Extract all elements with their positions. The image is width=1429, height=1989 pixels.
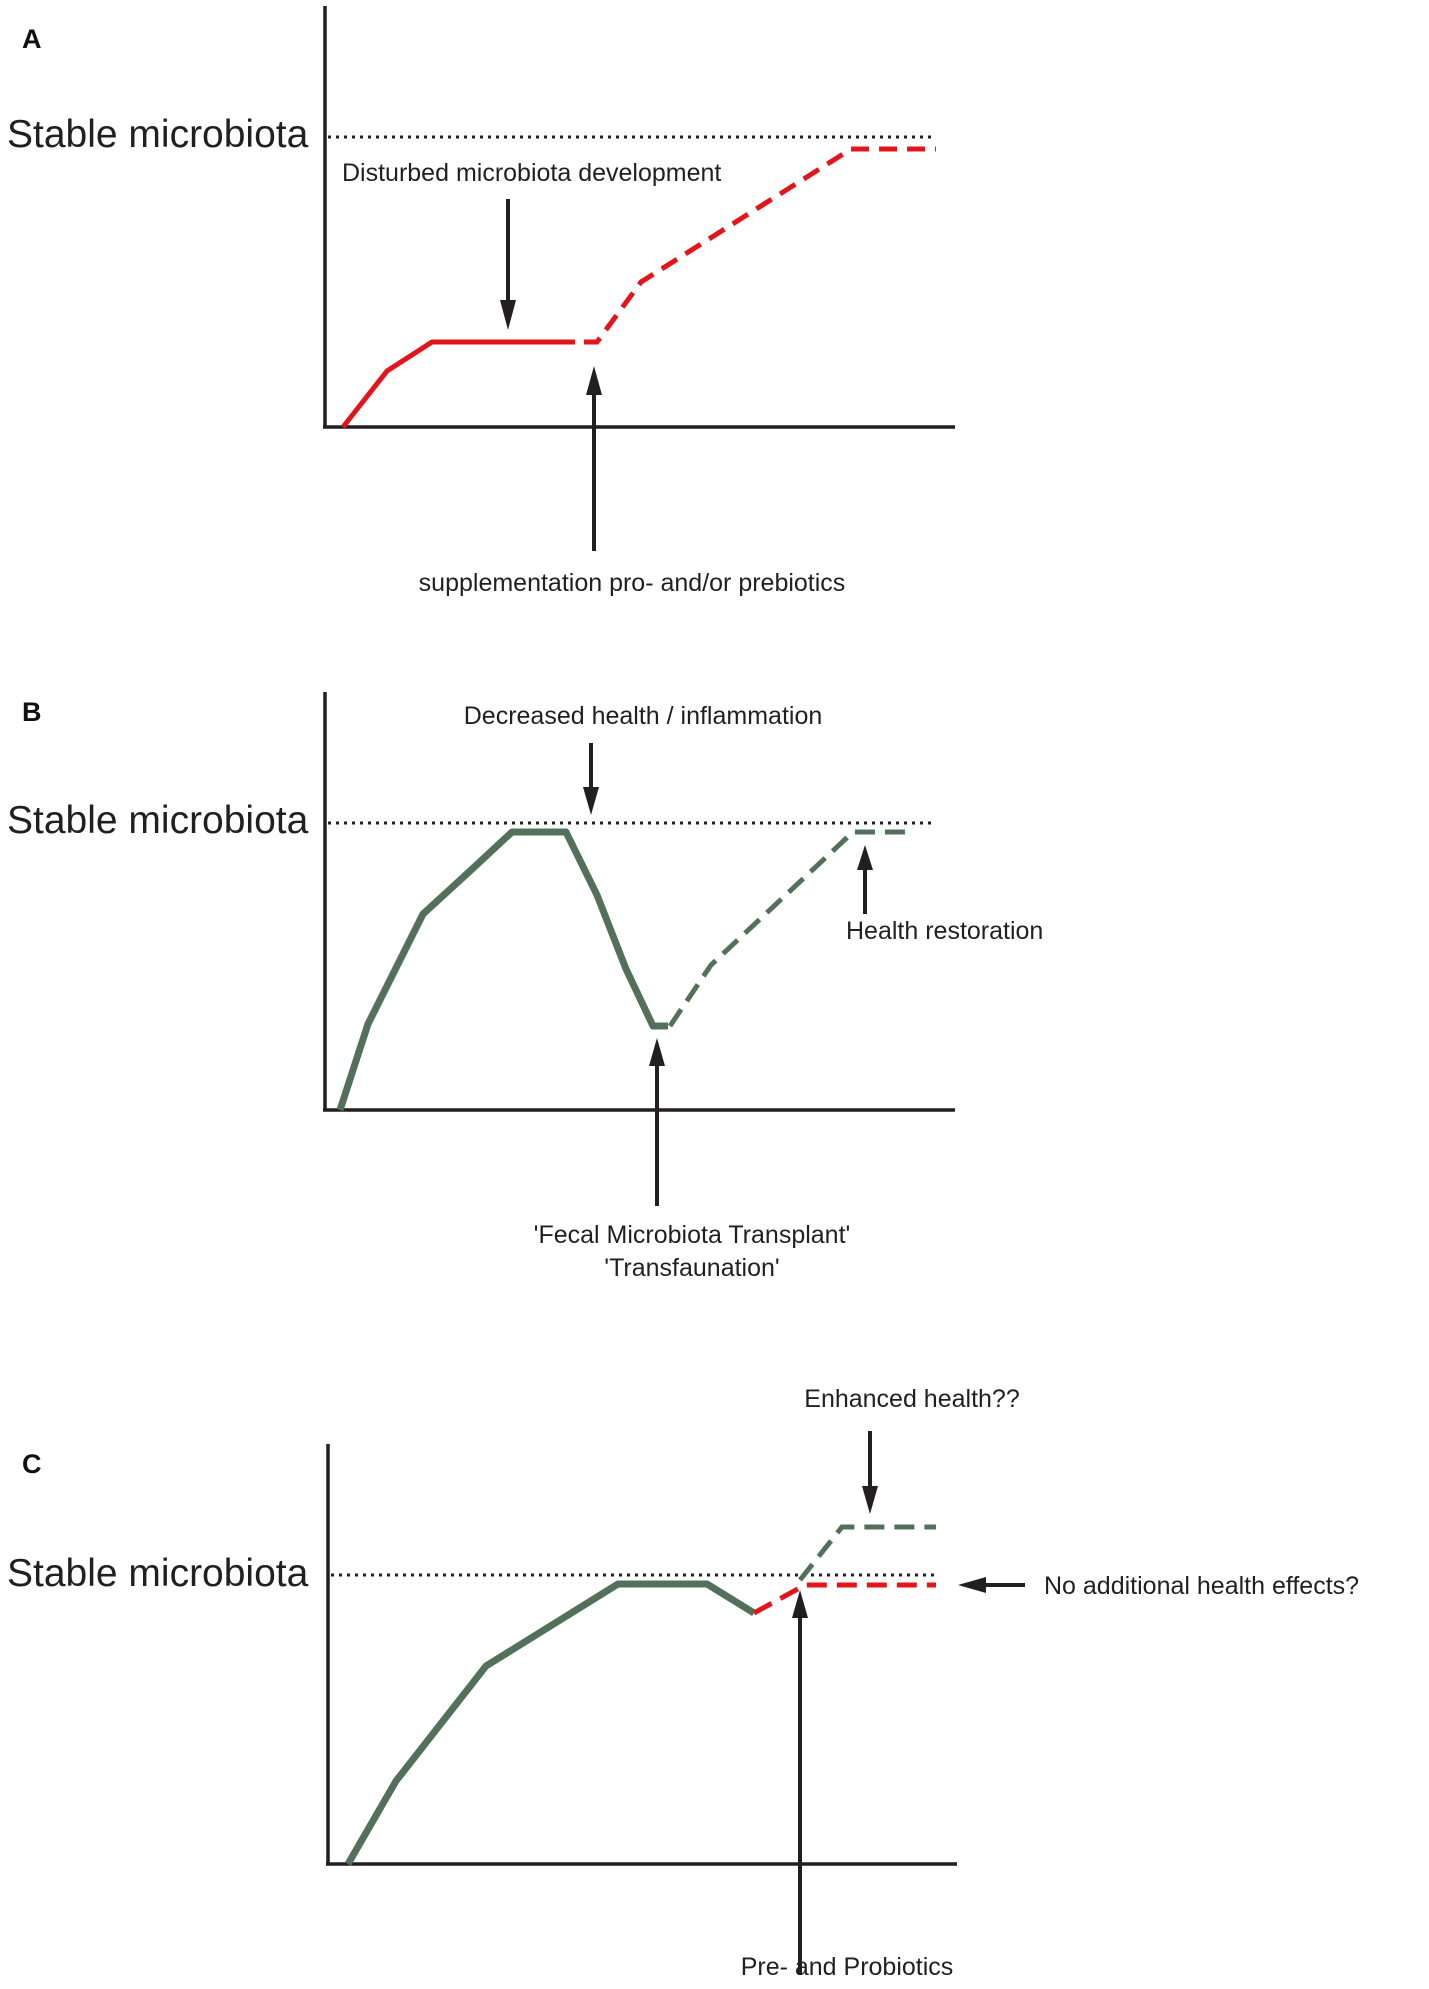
annotation-supplementation: supplementation pro- and/or prebiotics — [419, 569, 846, 597]
annotation-decreased-health: Decreased health / inflammation — [464, 702, 823, 730]
up-arrow-icon — [792, 1590, 808, 1975]
up-arrow-icon — [586, 366, 602, 551]
annotation-pre-probiotics: Pre- and Probiotics — [741, 1953, 954, 1981]
recovery-dashed-line-a — [584, 146, 936, 345]
no-effect-dashed-line — [752, 1582, 936, 1616]
left-arrow-icon — [958, 1577, 1025, 1593]
down-arrow-icon — [583, 743, 599, 815]
down-arrow-icon — [500, 199, 516, 330]
annotation-no-additional-effects: No additional health effects? — [1044, 1572, 1359, 1600]
health-decline-line — [336, 828, 668, 1112]
panel-c: C Stable microbiota Enhanced health?? No… — [7, 1385, 1359, 1981]
stable-microbiota-label-c: Stable microbiota — [7, 1552, 309, 1595]
annotation-health-restoration: Health restoration — [846, 917, 1043, 945]
up-arrow-icon — [649, 1038, 665, 1206]
annotation-fmt-line1: 'Fecal Microbiota Transplant' — [534, 1221, 851, 1249]
development-line-c — [344, 1580, 756, 1866]
down-arrow-icon — [862, 1431, 878, 1514]
restoration-dashed-line-b — [667, 829, 912, 1028]
stable-microbiota-label-b: Stable microbiota — [7, 799, 309, 842]
panel-label-a: A — [22, 24, 42, 54]
panel-b: B Stable microbiota Decreased health / i… — [7, 692, 1043, 1282]
panel-label-b: B — [22, 697, 42, 727]
panel-a: A Stable microbiota Disturbed microbiota… — [7, 6, 955, 597]
annotation-fmt-line2: 'Transfaunation' — [604, 1254, 779, 1282]
panel-label-c: C — [22, 1449, 42, 1479]
up-arrow-icon — [857, 845, 873, 914]
enhanced-health-dashed-line — [798, 1524, 936, 1582]
annotation-enhanced-health: Enhanced health?? — [804, 1385, 1019, 1413]
stable-microbiota-label-a: Stable microbiota — [7, 113, 309, 156]
disturbed-development-line — [341, 339, 575, 429]
annotation-disturbed-development: Disturbed microbiota development — [342, 159, 721, 187]
